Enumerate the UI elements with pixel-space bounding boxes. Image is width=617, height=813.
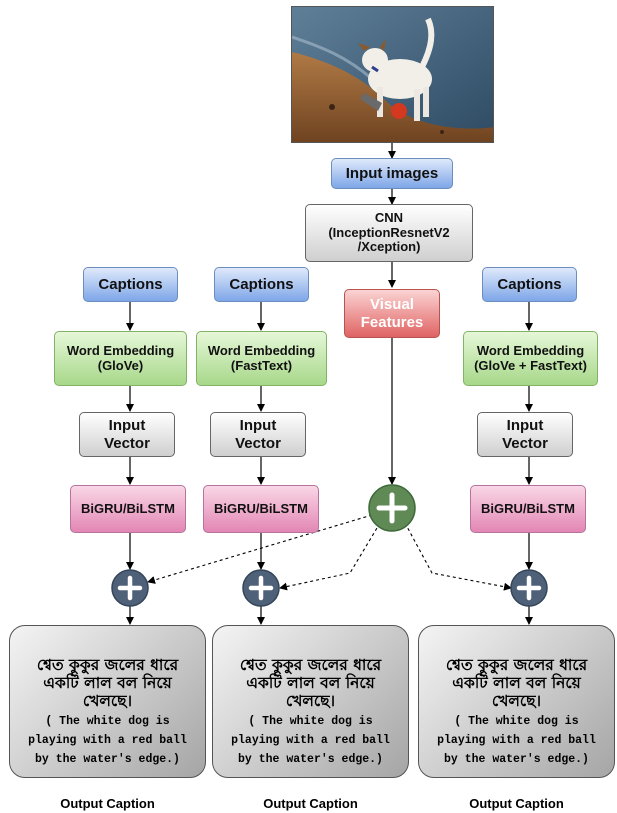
rnn-box-2: BiGRU/BiLSTM (203, 485, 319, 533)
bengali-caption-2-line2: একটি লাল বল নিয়ে (246, 674, 375, 692)
output-caption-box-1: শ্বেত কুকুর জলের ধারে একটি লাল বল নিয়ে … (9, 625, 206, 778)
word-embedding-box-1: Word Embedding (GloVe) (54, 331, 187, 386)
english-caption-2-line1: ( The white dog is (248, 715, 373, 728)
main-add-icon (368, 484, 416, 532)
output-caption-label-1: Output Caption (60, 796, 155, 811)
cnn-model-line1: (InceptionResnetV2 (328, 224, 450, 240)
input-vector-2-line2: Vector (235, 434, 281, 452)
rnn-box-1: BiGRU/BiLSTM (70, 485, 186, 533)
word-embedding-box-2: Word Embedding (FastText) (196, 331, 327, 386)
add-icon-1 (111, 569, 149, 607)
word-embedding-3-line2: (GloVe + FastText) (474, 357, 587, 373)
output-caption-label-2: Output Caption (263, 796, 358, 811)
cnn-box: CNN (InceptionResnetV2 /Xception) (305, 204, 473, 262)
english-caption-3-line1: ( The white dog is (454, 715, 579, 728)
captions-box-1: Captions (83, 267, 178, 302)
english-caption-3: ( The white dog is playing with a red ba… (419, 712, 614, 769)
output-caption-box-2: শ্বেত কুকুর জলের ধারে একটি লাল বল নিয়ে … (212, 625, 409, 778)
add-icon-3 (510, 569, 548, 607)
english-caption-2: ( The white dog is playing with a red ba… (213, 712, 408, 769)
input-vector-1-line2: Vector (104, 434, 150, 452)
input-vector-3-line2: Vector (502, 434, 548, 452)
dashed-to-add-3 (404, 522, 512, 591)
english-caption-1-line2: playing with a red ball (28, 734, 187, 747)
visual-features-line1: Visual (370, 296, 414, 314)
input-vector-box-3: Input Vector (477, 412, 573, 457)
output-caption-label-3: Output Caption (469, 796, 564, 811)
word-embedding-2-line1: Word Embedding (207, 342, 316, 358)
english-caption-2-line2: playing with a red ball (231, 734, 390, 747)
output-caption-box-3: শ্বেত কুকুর জলের ধারে একটি লাল বল নিয়ে … (418, 625, 615, 778)
rnn-box-3: BiGRU/BiLSTM (470, 485, 586, 533)
dashed-to-add-1 (147, 514, 373, 584)
input-images-box: Input images (331, 158, 453, 189)
cnn-title: CNN (374, 209, 404, 225)
captions-box-2: Captions (214, 267, 309, 302)
visual-features-line2: Features (360, 313, 424, 331)
word-embedding-box-3: Word Embedding (GloVe + FastText) (463, 331, 598, 386)
word-embedding-3-line1: Word Embedding (476, 342, 585, 358)
input-vector-1-line1: Input (108, 417, 146, 435)
english-caption-1: ( The white dog is playing with a red ba… (10, 712, 205, 769)
input-vector-box-2: Input Vector (210, 412, 306, 457)
bengali-caption-1-line2: একটি লাল বল নিয়ে (43, 674, 172, 692)
input-vector-box-1: Input Vector (79, 412, 175, 457)
cnn-model-line2: /Xception) (357, 239, 421, 255)
bengali-caption-3-line2: একটি লাল বল নিয়ে (452, 674, 581, 692)
bengali-caption-1-line3: খেলছে। (82, 692, 133, 710)
dashed-to-add-2 (279, 522, 381, 591)
bengali-caption-3-line1: শ্বেত কুকুর জলের ধারে (445, 656, 588, 674)
add-icon-2 (242, 569, 280, 607)
input-vector-2-line1: Input (239, 417, 277, 435)
bengali-caption-3-line3: খেলছে। (491, 692, 542, 710)
english-caption-1-line1: ( The white dog is (45, 715, 170, 728)
word-embedding-1-line2: (GloVe) (97, 357, 144, 373)
bengali-caption-2-line1: শ্বেত কুকুর জলের ধারে (239, 656, 382, 674)
input-photo (291, 6, 494, 143)
word-embedding-2-line2: (FastText) (230, 357, 293, 373)
visual-features-box: Visual Features (344, 289, 440, 338)
word-embedding-1-line1: Word Embedding (66, 342, 175, 358)
bengali-caption-1-line1: শ্বেত কুকুর জলের ধারে (36, 656, 179, 674)
english-caption-2-line3: by the water's edge.) (238, 753, 383, 766)
captions-box-3: Captions (482, 267, 577, 302)
english-caption-3-line3: by the water's edge.) (444, 753, 589, 766)
bengali-caption-2-line3: খেলছে। (285, 692, 336, 710)
english-caption-1-line3: by the water's edge.) (35, 753, 180, 766)
input-vector-3-line1: Input (506, 417, 544, 435)
english-caption-3-line2: playing with a red ball (437, 734, 596, 747)
